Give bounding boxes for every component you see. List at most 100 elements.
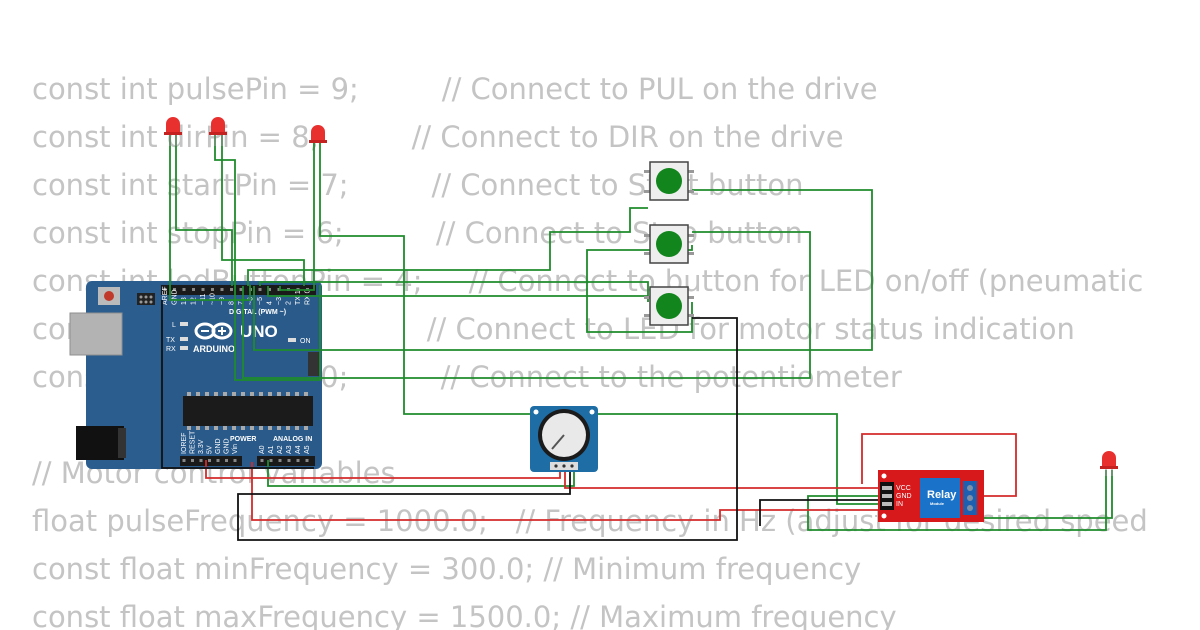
rx-led-label: RX bbox=[166, 346, 176, 353]
header-pin[interactable] bbox=[192, 288, 195, 291]
header-pin[interactable] bbox=[225, 459, 228, 462]
header-pin[interactable] bbox=[199, 459, 203, 462]
top-pin-label: 8 bbox=[229, 301, 236, 305]
analog-header bbox=[257, 456, 315, 466]
top-pin-label: ~9 bbox=[219, 297, 226, 305]
header-pin[interactable] bbox=[211, 288, 214, 291]
wire-start-btn bbox=[247, 207, 648, 286]
board-brand: ARDUINO bbox=[193, 344, 235, 354]
power-pin-label: 3.3V bbox=[198, 439, 205, 454]
code-line: const int dirPin = 8; // Connect to DIR … bbox=[32, 120, 844, 154]
top-pin-label: ~5 bbox=[257, 297, 264, 305]
wire-led1-gnd bbox=[175, 135, 233, 286]
header-pin[interactable] bbox=[182, 459, 186, 462]
stop-pushbutton[interactable] bbox=[644, 224, 694, 264]
analog-header-label: ANALOG IN bbox=[273, 436, 312, 443]
wire-relay-com bbox=[861, 433, 1017, 497]
analog-pin-label: A3 bbox=[286, 445, 293, 454]
rx-led bbox=[180, 346, 188, 350]
top-pin-label: 2 bbox=[286, 301, 293, 305]
led-toggle-pushbutton[interactable] bbox=[644, 286, 694, 326]
power-header-label: POWER bbox=[230, 436, 256, 443]
header-pin[interactable] bbox=[173, 288, 176, 291]
header-pin[interactable] bbox=[191, 459, 194, 462]
wire-pot-a0 bbox=[267, 460, 575, 487]
header-pin[interactable] bbox=[278, 459, 282, 462]
l-led-label: L bbox=[172, 322, 176, 329]
power-pin-label: GND bbox=[224, 438, 231, 454]
wire-ledbtn-2 bbox=[259, 281, 649, 302]
header-pin[interactable] bbox=[260, 459, 264, 462]
wire-led4 bbox=[807, 470, 1107, 531]
wire-led2-gnd bbox=[221, 135, 305, 286]
relay-sublabel: Module bbox=[930, 501, 945, 506]
power-pin-label: RESET bbox=[190, 430, 197, 454]
header-pin[interactable] bbox=[287, 459, 291, 462]
top-pin-label: 7 bbox=[238, 301, 245, 305]
power-pin-label: GND bbox=[215, 438, 222, 454]
top-pin-label: 12 bbox=[191, 297, 198, 305]
led-4[interactable] bbox=[1100, 451, 1118, 476]
top-pin-label: RX 0 bbox=[305, 289, 312, 305]
top-pin-label: ~10 bbox=[210, 293, 217, 305]
usb-port bbox=[69, 312, 123, 356]
header-pin[interactable] bbox=[277, 288, 281, 291]
wire-gnd-main bbox=[161, 300, 314, 469]
analog-pin-label: A5 bbox=[304, 445, 311, 454]
analog-pin-label: A4 bbox=[295, 445, 302, 454]
relay-vcc-label: VCC bbox=[896, 485, 911, 492]
arduino-logo bbox=[194, 322, 233, 340]
header-pin[interactable] bbox=[239, 288, 243, 291]
power-pin-label: IOREF bbox=[181, 433, 188, 454]
wire-led1 bbox=[169, 135, 251, 301]
header-pin[interactable] bbox=[201, 288, 205, 291]
wire-relay-vcc bbox=[564, 470, 878, 489]
top-pin-label: 4 bbox=[267, 301, 274, 305]
led-1[interactable] bbox=[164, 117, 182, 146]
wire-led2 bbox=[214, 135, 321, 381]
header-pin[interactable] bbox=[163, 288, 167, 291]
wire-start-gnd bbox=[253, 189, 873, 351]
board-model: UNO bbox=[240, 322, 278, 341]
power-jack bbox=[76, 426, 124, 460]
header-pin[interactable] bbox=[305, 459, 309, 462]
header-pin[interactable] bbox=[216, 459, 220, 462]
analog-pin-label: A2 bbox=[277, 445, 284, 454]
header-pin[interactable] bbox=[208, 459, 211, 462]
relay-gnd-label: GND bbox=[896, 493, 912, 500]
top-pin-label: 13 bbox=[181, 297, 188, 305]
code-line: const float minFrequency = 300.0; // Min… bbox=[32, 552, 861, 586]
relay-module[interactable]: VCC GND IN Relay Module bbox=[878, 470, 984, 522]
wire-relay-in bbox=[319, 142, 878, 505]
header-pin[interactable] bbox=[269, 459, 273, 462]
header-pin[interactable] bbox=[230, 288, 233, 291]
relay-in-label: IN bbox=[896, 501, 903, 508]
top-pin-label: TX 1 bbox=[295, 290, 302, 305]
top-pin-label: AREF bbox=[162, 286, 169, 305]
header-pin[interactable] bbox=[296, 459, 300, 462]
top-pin-label: ~6 bbox=[248, 297, 255, 305]
code-line: const int pulsePin = 9; // Connect to PU… bbox=[32, 72, 878, 106]
header-pin[interactable] bbox=[182, 288, 186, 291]
wire-gnd-btn bbox=[237, 317, 738, 541]
start-pushbutton[interactable] bbox=[644, 161, 694, 201]
header-pin[interactable] bbox=[258, 288, 262, 291]
potentiometer[interactable] bbox=[530, 406, 598, 472]
header-pin[interactable] bbox=[268, 288, 271, 291]
digital-header-label: DIGITAL (PWM ~) bbox=[229, 309, 286, 316]
led-2[interactable] bbox=[209, 117, 227, 146]
board-inner bbox=[160, 284, 320, 466]
header-pin[interactable] bbox=[233, 459, 237, 462]
code-line: const float maxFrequency = 1500.0; // Ma… bbox=[32, 600, 897, 630]
wire-ledbtn bbox=[586, 245, 693, 333]
led-3[interactable] bbox=[309, 125, 327, 143]
icsp-header bbox=[137, 293, 155, 305]
wire-red-long bbox=[251, 462, 878, 521]
wire-led3 bbox=[279, 142, 315, 291]
top-pin-label: GND bbox=[172, 289, 179, 305]
header-pin[interactable] bbox=[220, 288, 224, 291]
tx-led-label: TX bbox=[166, 337, 175, 344]
top-pin-label: ~3 bbox=[276, 297, 283, 305]
power-pin-label: Vin bbox=[232, 444, 239, 454]
